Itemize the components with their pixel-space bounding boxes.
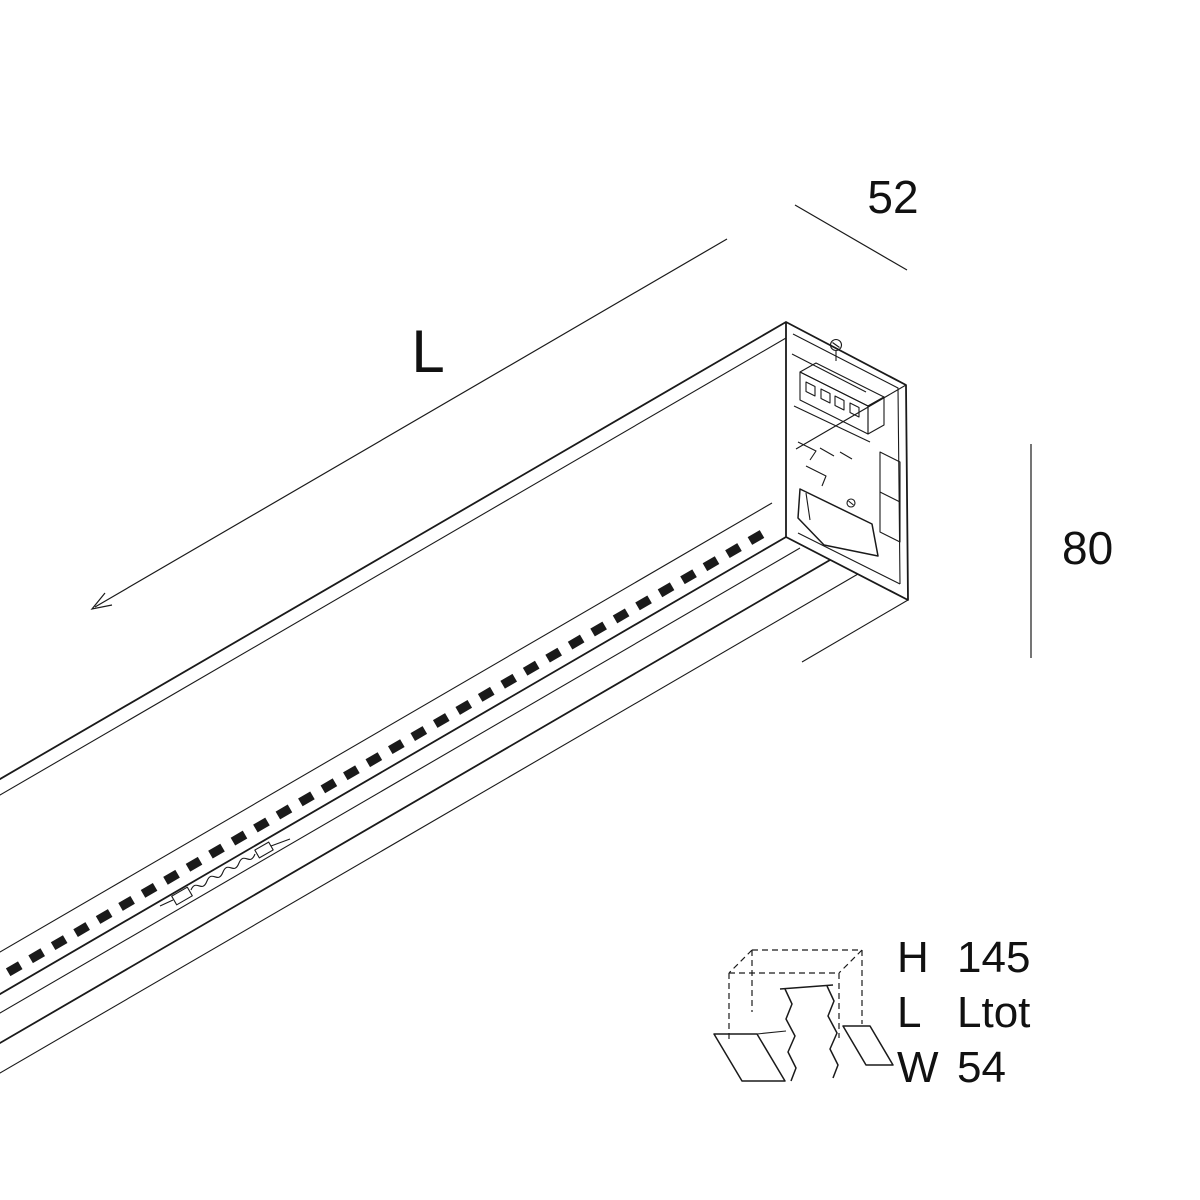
extrusion-body (0, 321, 909, 1074)
dimension-annotations: 52 L 80 (90, 171, 1113, 658)
end-bracket (797, 451, 901, 557)
recessed-profile-zigzag-left (784, 988, 797, 1082)
dimension-80: 80 (1030, 444, 1113, 658)
top-rim-groove (0, 337, 787, 796)
far-top-edge (795, 384, 907, 450)
wire-lead-out (270, 838, 291, 847)
bracket-notch (879, 491, 901, 503)
cutout-diag-right (838, 949, 863, 974)
recess-inset-icon (713, 949, 894, 1082)
fixing-screw (829, 338, 843, 361)
bottom-edge-lower (0, 573, 859, 1074)
recess-inset: H 145 L Ltot W 54 (713, 933, 1030, 1092)
bracket-link (805, 465, 827, 487)
flap-screw (846, 498, 856, 508)
spec-value-l: Ltot (957, 988, 1030, 1037)
side-lower-groove (0, 502, 773, 953)
terminal-port-2 (820, 388, 831, 404)
terminal-port-4 (849, 402, 860, 418)
terminal-port-3 (834, 395, 845, 411)
wire-connector-2 (254, 841, 274, 859)
spec-key-l: L (897, 988, 921, 1037)
spec-key-w: W (897, 1043, 939, 1092)
screw-head (829, 338, 843, 352)
end-face-inner-rim (792, 333, 901, 585)
wire-squiggle (190, 853, 256, 891)
flap-fold-line (805, 492, 811, 521)
dimension-label-80: 80 (1062, 522, 1113, 574)
dimension-line-length (94, 238, 728, 608)
wiring-detail (159, 838, 291, 907)
led-slot-row (0, 530, 765, 983)
bottom-edge-outer (0, 559, 831, 1045)
terminal-block-base (793, 405, 871, 443)
screw-slot (832, 342, 840, 348)
aperture-inner-line (0, 547, 801, 1014)
flap-screw-slot (848, 500, 854, 506)
dimension-line-52 (794, 204, 908, 271)
dimension-label-length: L (411, 318, 444, 385)
end-face-outline (785, 321, 909, 601)
wire-connector-1 (171, 886, 193, 906)
bracket-flap (797, 488, 879, 557)
profile-end-section (785, 321, 909, 601)
terminal-block (793, 362, 885, 443)
length-arrowhead (90, 592, 113, 610)
spec-value-w: 54 (957, 1043, 1006, 1092)
mounting-rail (791, 353, 867, 393)
dimension-label-52: 52 (867, 171, 918, 223)
bottom-corner-sliver (801, 599, 909, 663)
recessed-profile-zigzag-right (826, 985, 839, 1079)
luminaire-profile (0, 321, 909, 1074)
end-face-inner-rim-bottom (797, 532, 901, 585)
spec-value-h: 145 (957, 933, 1030, 982)
ceiling-slab-left (713, 1033, 786, 1082)
end-internal-components (791, 338, 901, 557)
dimension-length: L (90, 238, 728, 610)
cutout-diag-left (728, 949, 753, 974)
dimension-52: 52 (794, 171, 919, 271)
ceiling-slab-right (842, 1025, 894, 1066)
wire-lead-in (159, 899, 174, 907)
bracket-column (879, 451, 901, 543)
aperture-top-edge (0, 536, 787, 996)
recessed-profile-top (779, 984, 834, 990)
wire-clips (797, 441, 853, 461)
spec-key-h: H (897, 933, 929, 982)
terminal-port-1 (805, 381, 816, 397)
top-outer-edge (0, 321, 787, 781)
terminal-block-side (867, 396, 885, 435)
ceiling-join-line (756, 1030, 787, 1035)
recess-spec-table: H 145 L Ltot W 54 (897, 933, 1030, 1092)
